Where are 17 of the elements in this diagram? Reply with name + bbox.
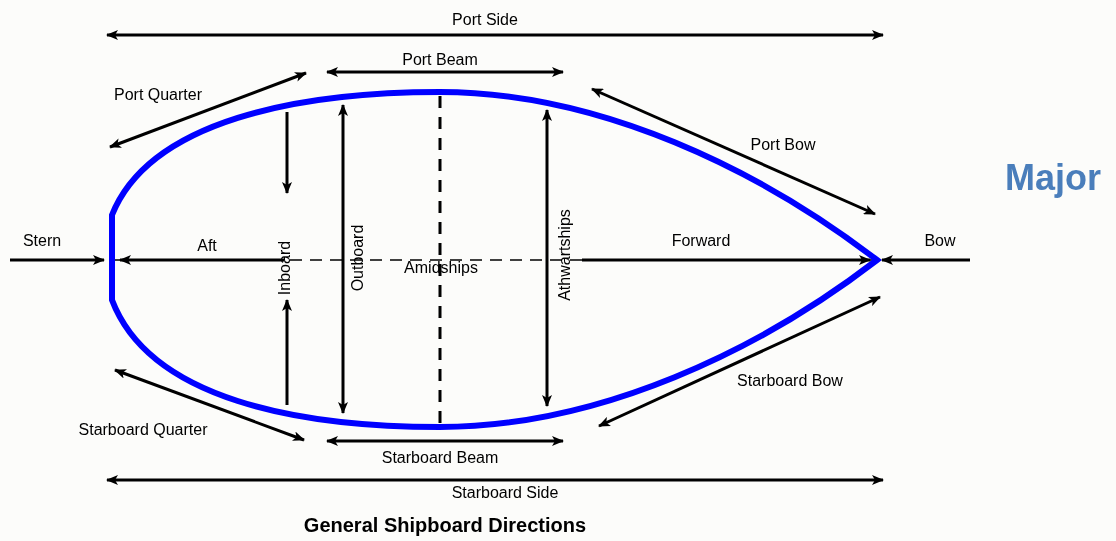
direction-label: Stern (22, 232, 62, 250)
direction-label: Starboard Bow (737, 372, 843, 390)
direction-label: Port Beam (402, 51, 478, 69)
caption: General Shipboard Directions (303, 514, 587, 536)
direction-label: Bow (924, 232, 956, 250)
direction-label: Starboard Side (451, 484, 559, 502)
direction-label: Starboard Quarter (78, 421, 208, 439)
direction-label: Port Bow (750, 136, 816, 154)
heading-text: Major (1005, 158, 1101, 198)
direction-label: Starboard Beam (381, 449, 499, 467)
direction-label: Inboard (276, 240, 294, 296)
direction-label: Aft (197, 237, 217, 255)
direction-label: Port Quarter (114, 86, 202, 104)
direction-label: Forward (671, 232, 731, 250)
direction-label: Outboard (349, 224, 367, 292)
direction-label: Athwartships (556, 209, 574, 301)
direction-label: Port Side (452, 11, 518, 29)
